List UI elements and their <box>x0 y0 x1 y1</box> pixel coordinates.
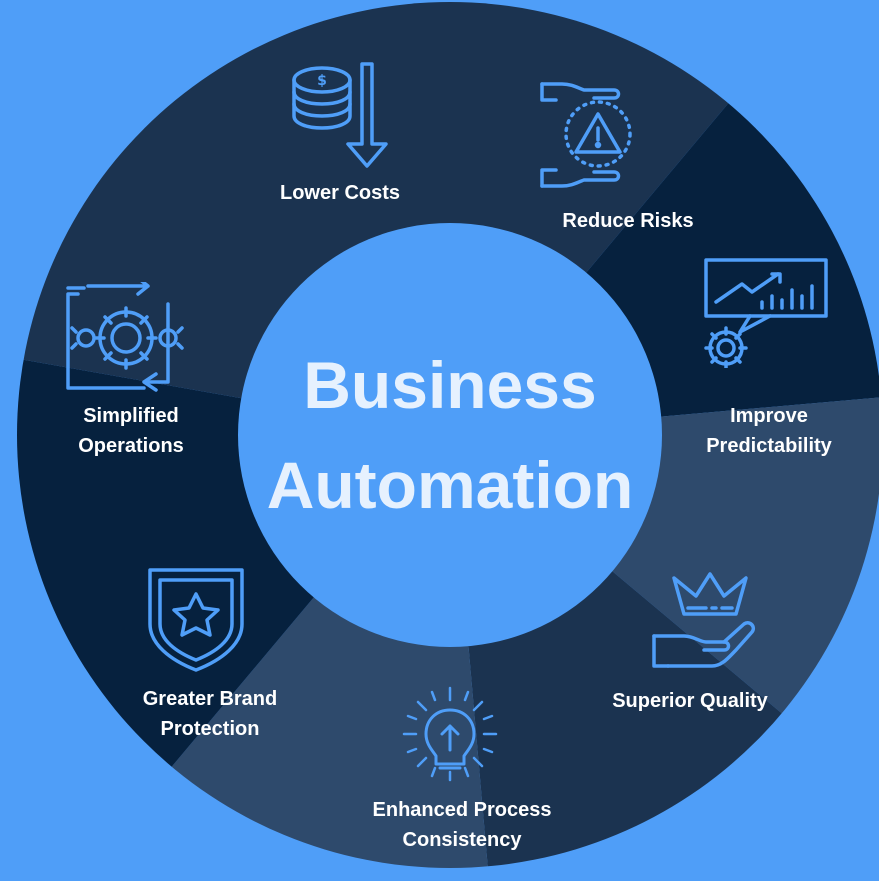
title-line2: Automation <box>266 448 634 522</box>
coins-down-arrow-icon: $ <box>286 58 396 178</box>
title-line1: Business <box>303 348 597 422</box>
svg-text:$: $ <box>317 73 327 89</box>
label-lower-costs: Lower Costs <box>279 182 401 204</box>
label-reduce-risks: Reduce Risks <box>562 210 694 232</box>
chart-gear-icon <box>694 256 832 368</box>
center-title: Business Automation <box>267 335 634 535</box>
label-enhanced-process-consistency: Enhanced Process Consistency <box>372 799 552 851</box>
label-simplified-operations: Simplified Operations <box>78 405 184 457</box>
gears-cycle-icon <box>56 282 196 394</box>
crown-hand-icon <box>648 568 760 680</box>
label-improve-predictability: Improve Predictability <box>706 405 832 457</box>
lightbulb-icon <box>400 684 500 784</box>
hand-warning-icon <box>538 78 638 190</box>
label-greater-brand-protection: Greater Brand Protection <box>142 688 278 740</box>
label-superior-quality: Superior Quality <box>612 690 768 712</box>
center-circle <box>238 223 662 647</box>
shield-star-icon <box>146 566 246 674</box>
